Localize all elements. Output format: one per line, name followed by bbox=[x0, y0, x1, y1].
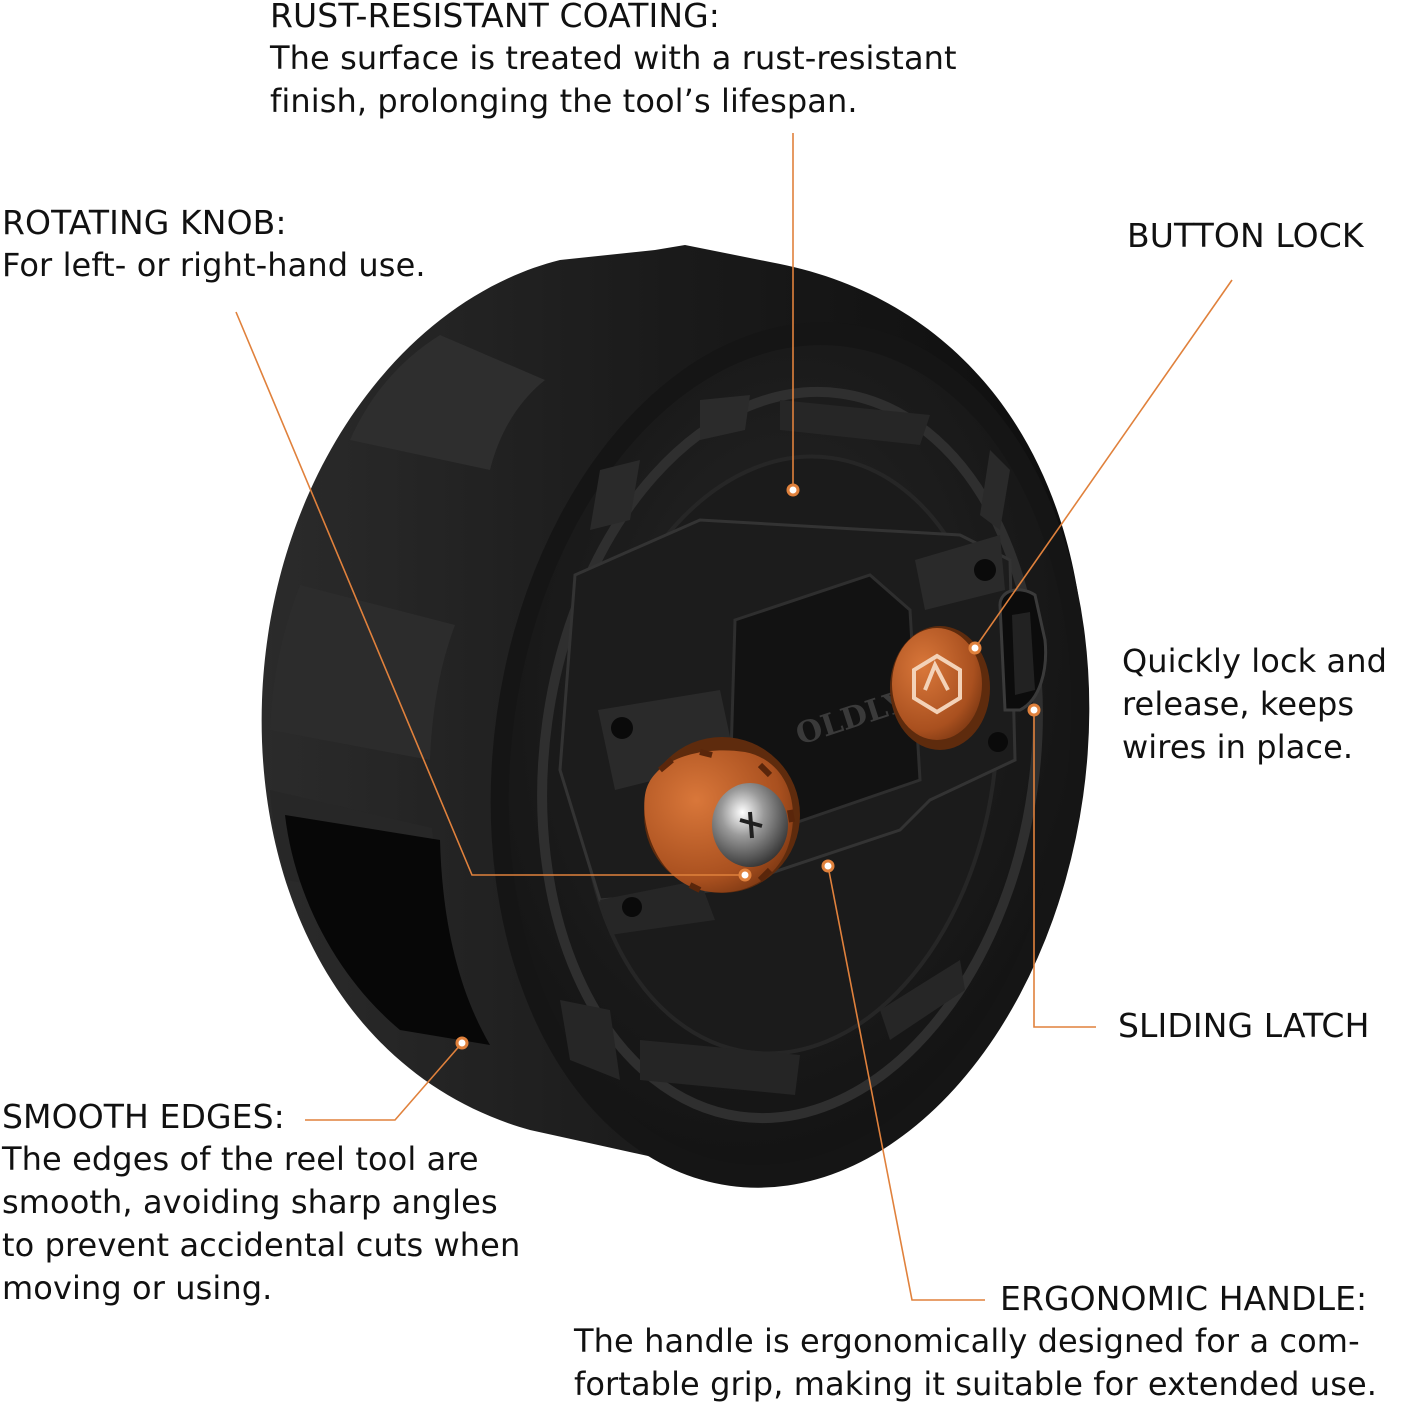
rust-coating-text-2: finish, prolonging the tool’s lifespan. bbox=[270, 82, 858, 120]
quick-lock-text-3: wires in place. bbox=[1122, 728, 1354, 766]
smooth-edges-text-3: to prevent accidental cuts when bbox=[2, 1226, 521, 1264]
handle-opening bbox=[285, 815, 490, 1045]
smooth-edges-text-2: smooth, avoiding sharp angles bbox=[2, 1183, 498, 1221]
screw-icon bbox=[739, 811, 763, 839]
sliding-latch-title: SLIDING LATCH bbox=[1118, 1006, 1370, 1045]
sliding-latch[interactable] bbox=[998, 588, 1048, 712]
ergonomic-handle-text-2: fortable grip, making it suitable for ex… bbox=[574, 1365, 1378, 1403]
rust-coating-title: RUST-RESISTANT COATING: bbox=[270, 0, 720, 35]
button-lock-title: BUTTON LOCK bbox=[1127, 216, 1364, 255]
sliding-latch-callout: SLIDING LATCH bbox=[1118, 1004, 1370, 1047]
button-lock[interactable] bbox=[890, 626, 990, 750]
ergonomic-handle-callout: The handle is ergonomically designed for… bbox=[574, 1320, 1377, 1406]
button-lock-callout: BUTTON LOCK bbox=[1127, 214, 1364, 257]
rotating-knob-title: ROTATING KNOB: bbox=[2, 203, 287, 242]
quick-lock-callout: Quickly lock and release, keeps wires in… bbox=[1122, 640, 1387, 769]
callout-dots bbox=[455, 483, 1041, 1050]
ergonomic-handle-title: ERGONOMIC HANDLE: bbox=[1000, 1279, 1368, 1318]
rust-coating-callout: RUST-RESISTANT COATING: The surface is t… bbox=[270, 0, 957, 123]
ergonomic-handle-text-1: The handle is ergonomically designed for… bbox=[574, 1322, 1360, 1360]
smooth-edges-title: SMOOTH EDGES: bbox=[2, 1097, 285, 1136]
rust-coating-text-1: The surface is treated with a rust-resis… bbox=[270, 39, 957, 77]
ergonomic-handle-title-block: ERGONOMIC HANDLE: bbox=[1000, 1277, 1367, 1320]
smooth-edges-callout: SMOOTH EDGES: The edges of the reel tool… bbox=[2, 1095, 520, 1310]
quick-lock-text-1: Quickly lock and bbox=[1122, 642, 1388, 680]
quick-lock-text-2: release, keeps bbox=[1122, 685, 1355, 723]
smooth-edges-text-4: moving or using. bbox=[2, 1269, 273, 1307]
smooth-edges-text-1: The edges of the reel tool are bbox=[2, 1140, 479, 1178]
leader-lines bbox=[235, 133, 1233, 1301]
button-logo-icon bbox=[912, 653, 962, 715]
rotating-knob-text: For left- or right-hand use. bbox=[2, 246, 426, 284]
rotating-knob[interactable] bbox=[644, 737, 800, 893]
rotating-knob-callout: ROTATING KNOB: For left- or right-hand u… bbox=[2, 201, 426, 287]
